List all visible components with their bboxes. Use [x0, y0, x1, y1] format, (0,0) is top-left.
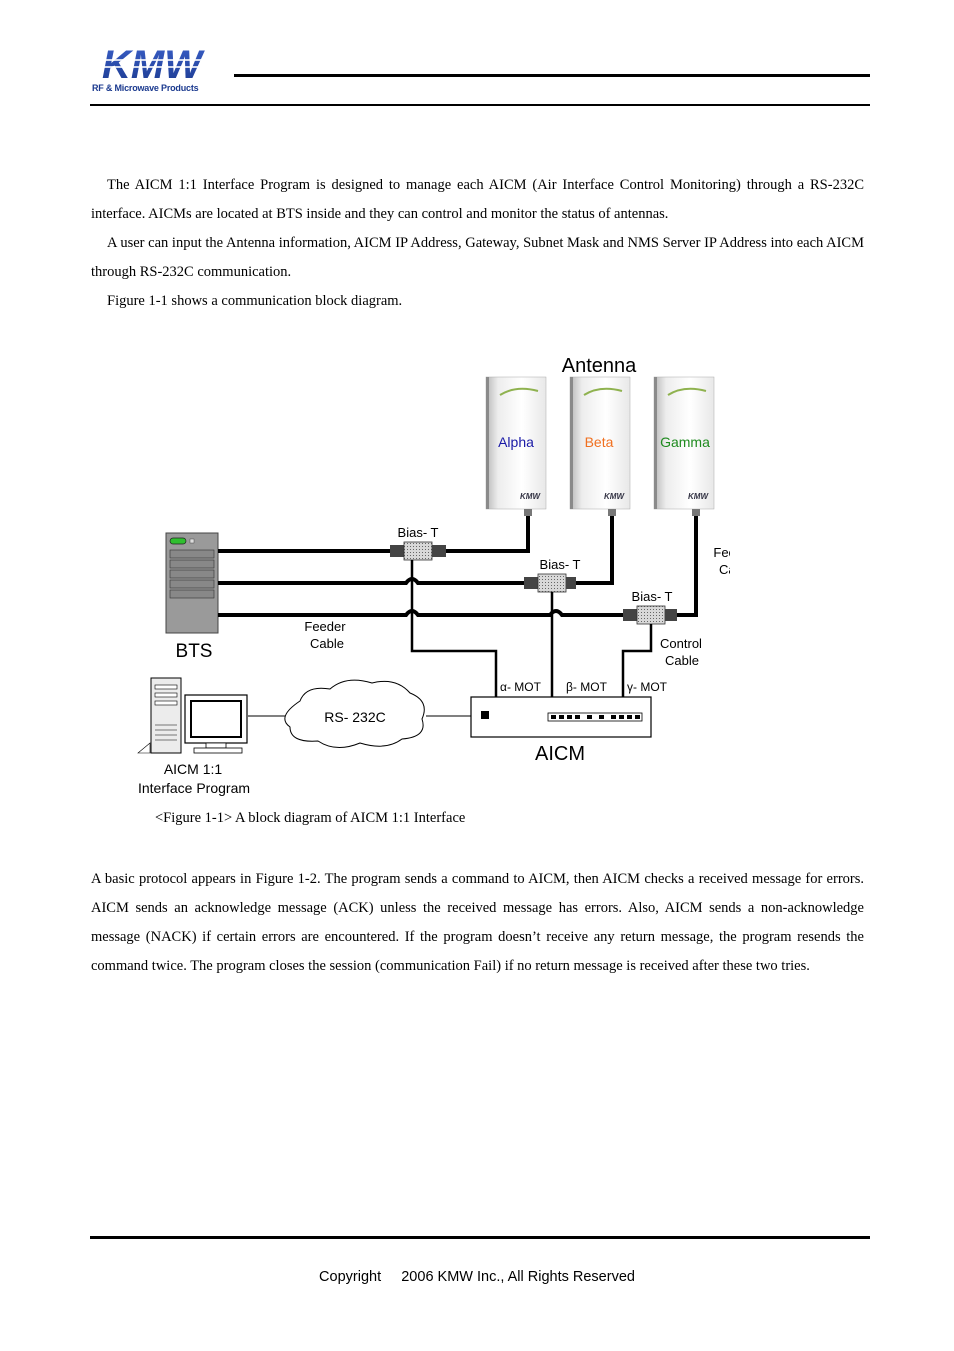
control-cables — [410, 560, 653, 697]
paragraph-intro: The AICM 1:1 Interface Program is design… — [91, 177, 864, 222]
header-rule-bottom — [90, 104, 870, 106]
antenna-brand: KMW — [604, 492, 625, 501]
antenna-gamma: Gamma KMW — [653, 376, 715, 516]
block-diagram: Antenna Alpha KMW Beta KMW Gamma KMW — [137, 355, 730, 796]
logo-text: KMW — [102, 45, 205, 83]
antenna-beta: Beta KMW — [569, 376, 631, 516]
bias-t-label-alpha: Bias- T — [398, 525, 439, 540]
company-logo: KMW RF & Microwave Products — [92, 45, 212, 100]
bias-t-label-beta: Bias- T — [540, 557, 581, 572]
bias-t-alpha — [390, 541, 446, 561]
bias-t-beta — [524, 573, 576, 593]
paragraph-user-input: A user can input the Antenna information… — [91, 235, 864, 280]
mot-label-beta: β- MOT — [566, 680, 608, 694]
feeder-cable-label-left-line1: Feeder — [304, 619, 346, 634]
rs232c-link — [248, 679, 471, 748]
mot-label-gamma: γ- MOT — [627, 680, 668, 694]
paragraph-protocol: A basic protocol appears in Figure 1-2. … — [91, 871, 864, 974]
pc-label-line2: Interface Program — [138, 780, 250, 796]
antenna-label-gamma: Gamma — [660, 434, 710, 450]
antenna-title: Antenna — [562, 355, 637, 377]
aicm-label: AICM — [535, 743, 585, 765]
bias-t-gamma — [623, 605, 677, 625]
antenna-label-beta: Beta — [585, 434, 614, 450]
feeder-cable-label-right-line2: Cable — [719, 562, 730, 577]
rs232c-label: RS- 232C — [324, 709, 385, 725]
aicm-unit — [470, 696, 652, 738]
antenna-label-alpha: Alpha — [498, 434, 534, 450]
header-rule-top — [234, 74, 870, 77]
bts-cabinet — [165, 532, 219, 634]
antenna-brand: KMW — [520, 492, 541, 501]
pc-label-line1: AICM 1:1 — [164, 761, 223, 777]
footer-rule — [90, 1236, 870, 1239]
mot-label-alpha: α- MOT — [500, 680, 542, 694]
bts-label: BTS — [176, 641, 213, 662]
antenna-alpha: Alpha KMW — [485, 376, 547, 516]
footer-copyright: Copyright 2006 KMW Inc., All Rights Rese… — [319, 1269, 635, 1285]
bias-t-label-gamma: Bias- T — [632, 589, 673, 604]
kmw-logo-mark: KMW — [96, 45, 208, 83]
logo-subtitle: RF & Microwave Products — [92, 83, 199, 93]
control-cable-label-line1: Control — [660, 636, 702, 651]
control-cable-label-line2: Cable — [665, 653, 699, 668]
antenna-brand: KMW — [688, 492, 709, 501]
feeder-cable-label-right-line1: Feeder — [713, 545, 730, 560]
paragraph-figure-ref: Figure 1-1 shows a communication block d… — [107, 293, 403, 309]
feeder-cable-label-left-line2: Cable — [310, 636, 344, 651]
pc-workstation — [137, 677, 248, 754]
feeder-cables — [218, 516, 698, 617]
figure-caption: <Figure 1-1> A block diagram of AICM 1:1… — [155, 810, 466, 826]
